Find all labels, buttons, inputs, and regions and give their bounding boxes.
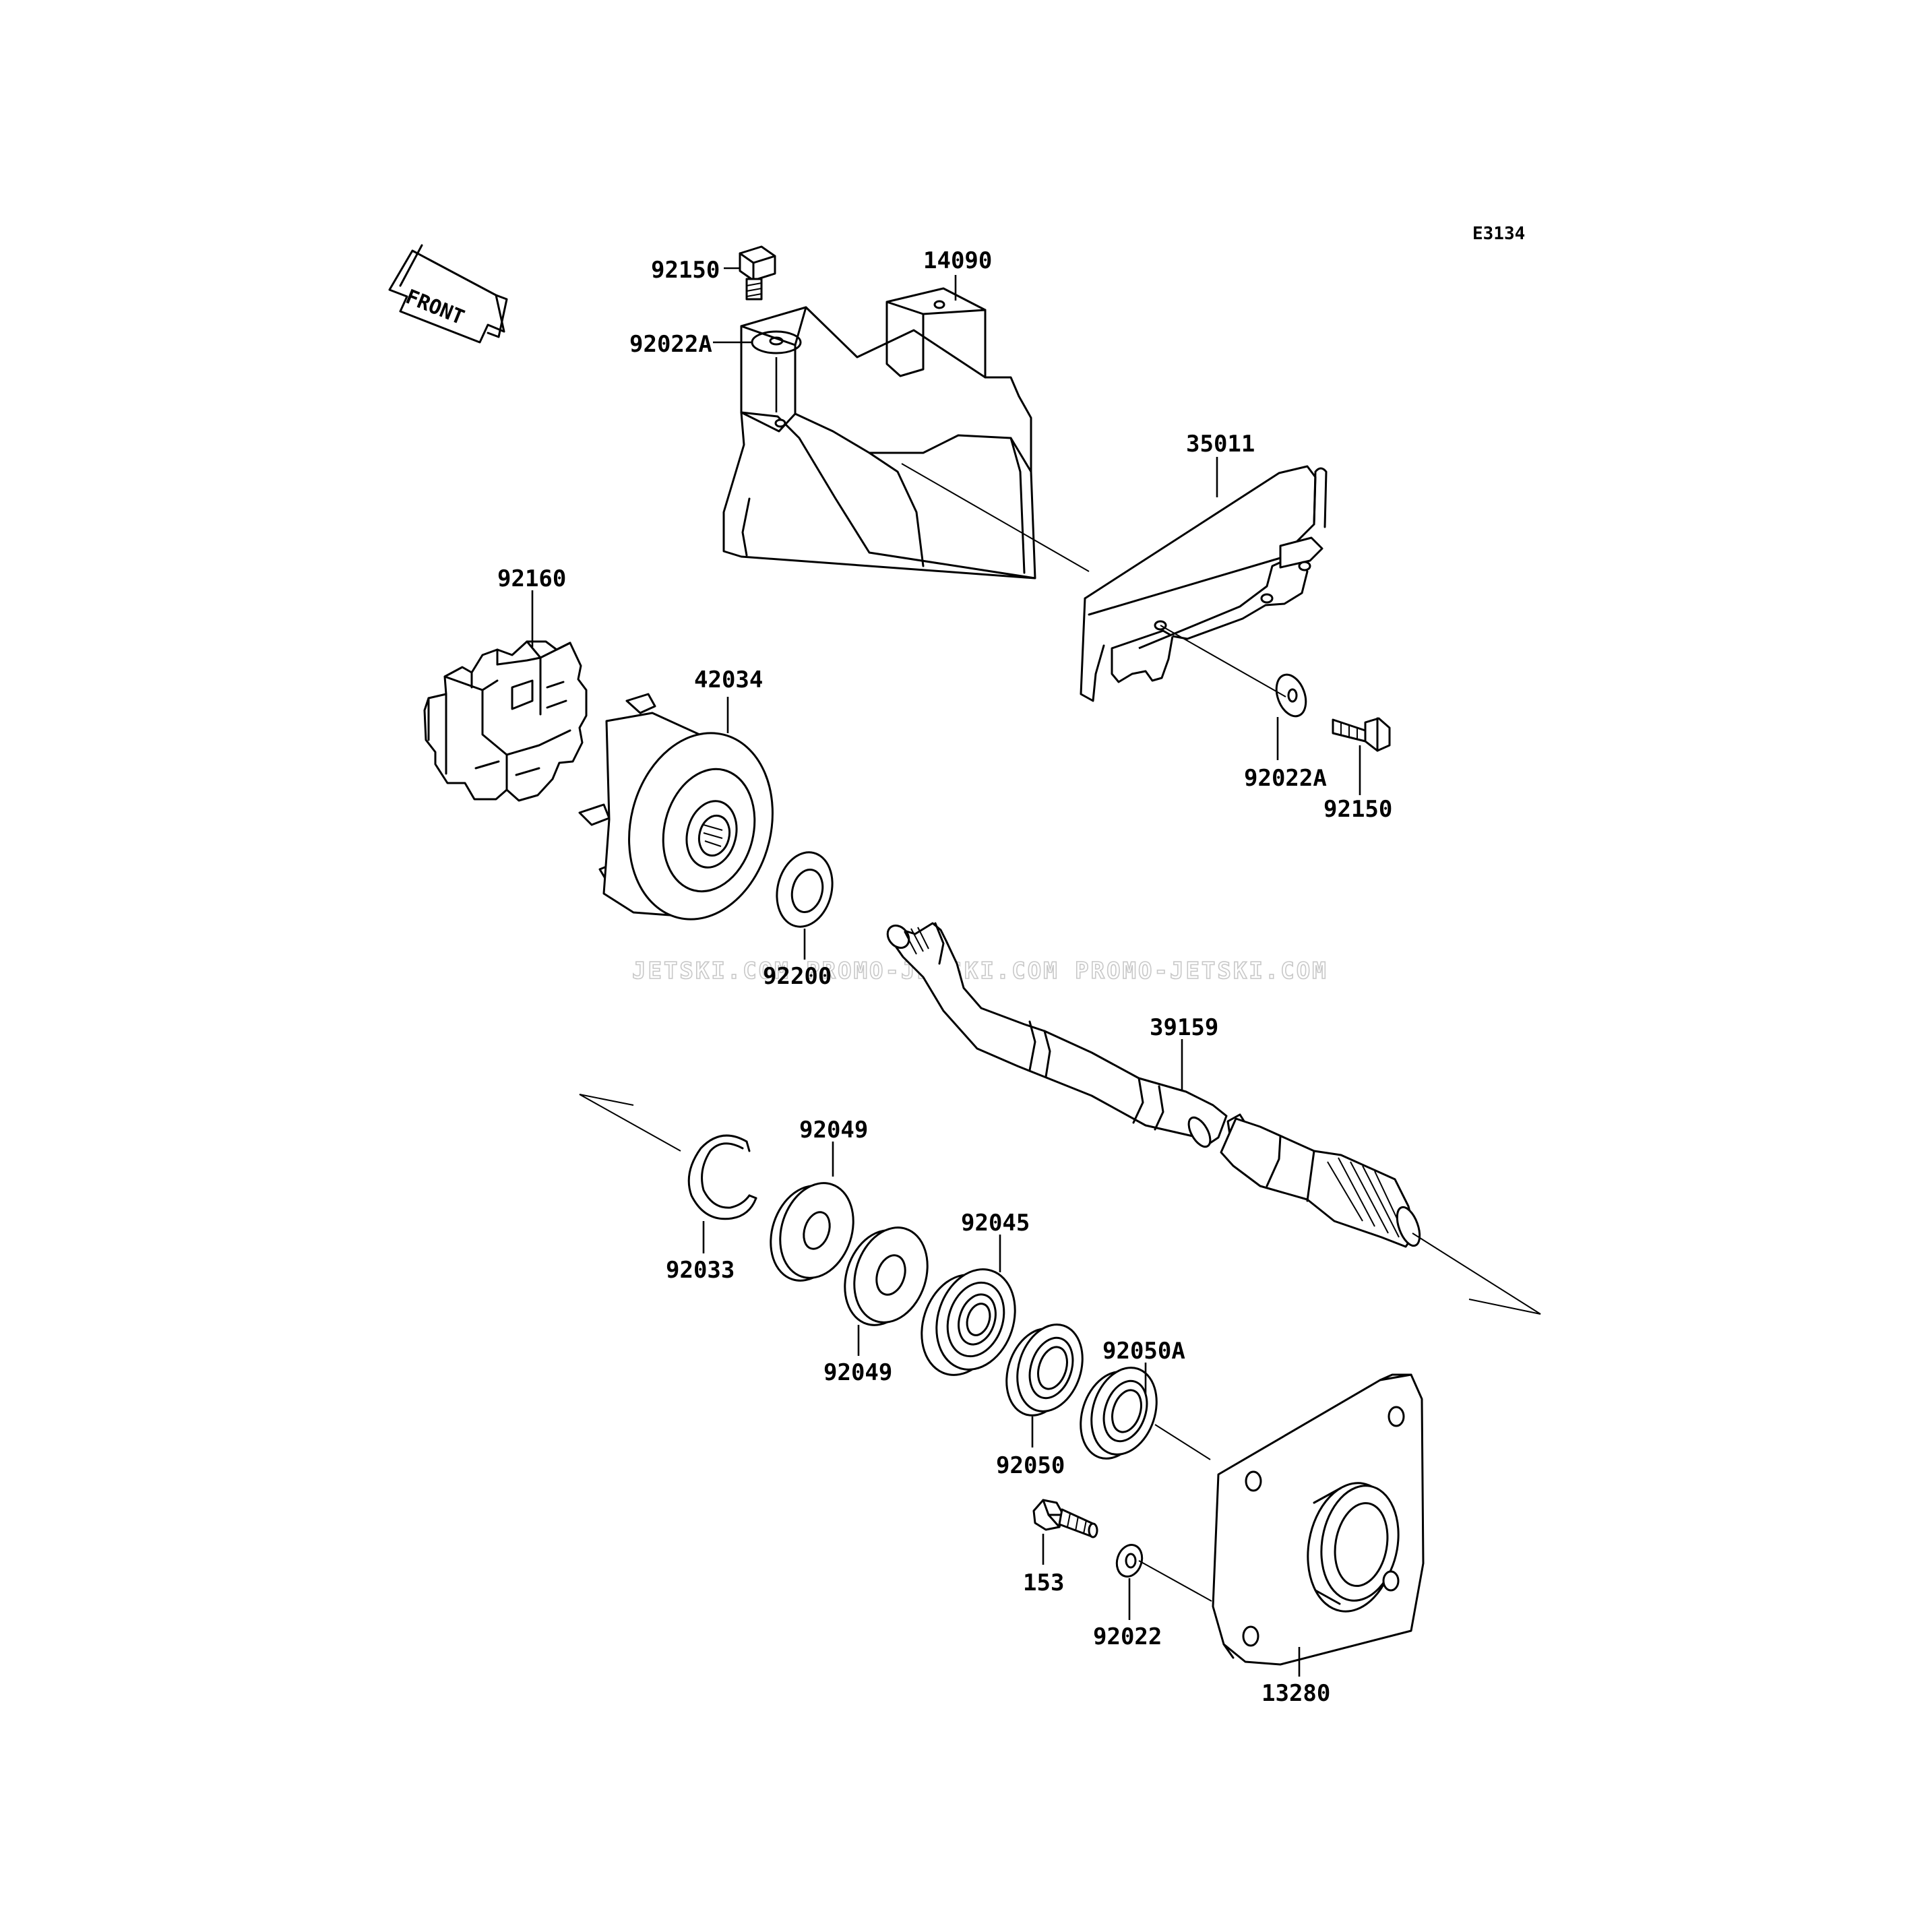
cover: [722, 287, 1036, 580]
label-bearing-housing: 13280: [1261, 1680, 1330, 1707]
shim-lower: [844, 1226, 929, 1326]
label-drive-shaft: 39159: [1150, 1014, 1218, 1041]
front-arrow-icon: FRONT: [388, 244, 508, 344]
washer-housing: [1115, 1544, 1144, 1578]
front-arrow-label: FRONT: [402, 285, 468, 330]
washer-right: [1275, 673, 1307, 718]
label-grease-nipple: 153: [1023, 1569, 1064, 1596]
label-bolt-right: 92150: [1323, 796, 1392, 823]
circlip: [687, 1134, 757, 1220]
label-coupling: 42034: [694, 666, 763, 693]
label-cover: 14090: [923, 247, 992, 274]
oil-seal: [1005, 1323, 1084, 1416]
bracket: [1080, 465, 1328, 702]
drive-shaft: [886, 922, 1421, 1248]
label-collar: 92200: [763, 963, 832, 990]
damper: [423, 640, 588, 802]
grease-nipple: [1032, 1499, 1098, 1538]
label-oil-seal: 92050: [996, 1452, 1065, 1479]
watermark: JETSKI.COM PROMO-JETSKI.COM PROMO-JETSKI…: [632, 958, 1328, 985]
label-circlip: 92033: [666, 1257, 735, 1284]
bolt-right: [1332, 717, 1391, 752]
label-washer-housing: 92022: [1093, 1623, 1162, 1650]
collar: [776, 851, 834, 928]
shim-upper: [770, 1182, 854, 1282]
label-ball-bearing: 92045: [961, 1210, 1030, 1237]
label-damper: 92160: [497, 565, 566, 592]
label-oil-seal-a: 92050A: [1102, 1338, 1185, 1365]
diagram-code: E3134: [1472, 224, 1525, 244]
leader-lines: [531, 267, 1541, 1677]
bolt-top: [739, 245, 776, 301]
ball-bearing: [921, 1268, 1016, 1376]
bearing-housing: [1212, 1373, 1425, 1666]
coupling: [578, 693, 774, 921]
washer-top: [751, 330, 802, 354]
label-bolt-top: 92150: [651, 257, 720, 284]
label-washer-right: 92022A: [1244, 765, 1327, 792]
oil-seal-a: [1080, 1367, 1158, 1460]
label-washer-top: 92022A: [629, 331, 712, 358]
label-shim-upper: 92049: [799, 1117, 868, 1144]
label-bracket: 35011: [1186, 431, 1255, 458]
label-shim-lower: 92049: [823, 1359, 892, 1386]
